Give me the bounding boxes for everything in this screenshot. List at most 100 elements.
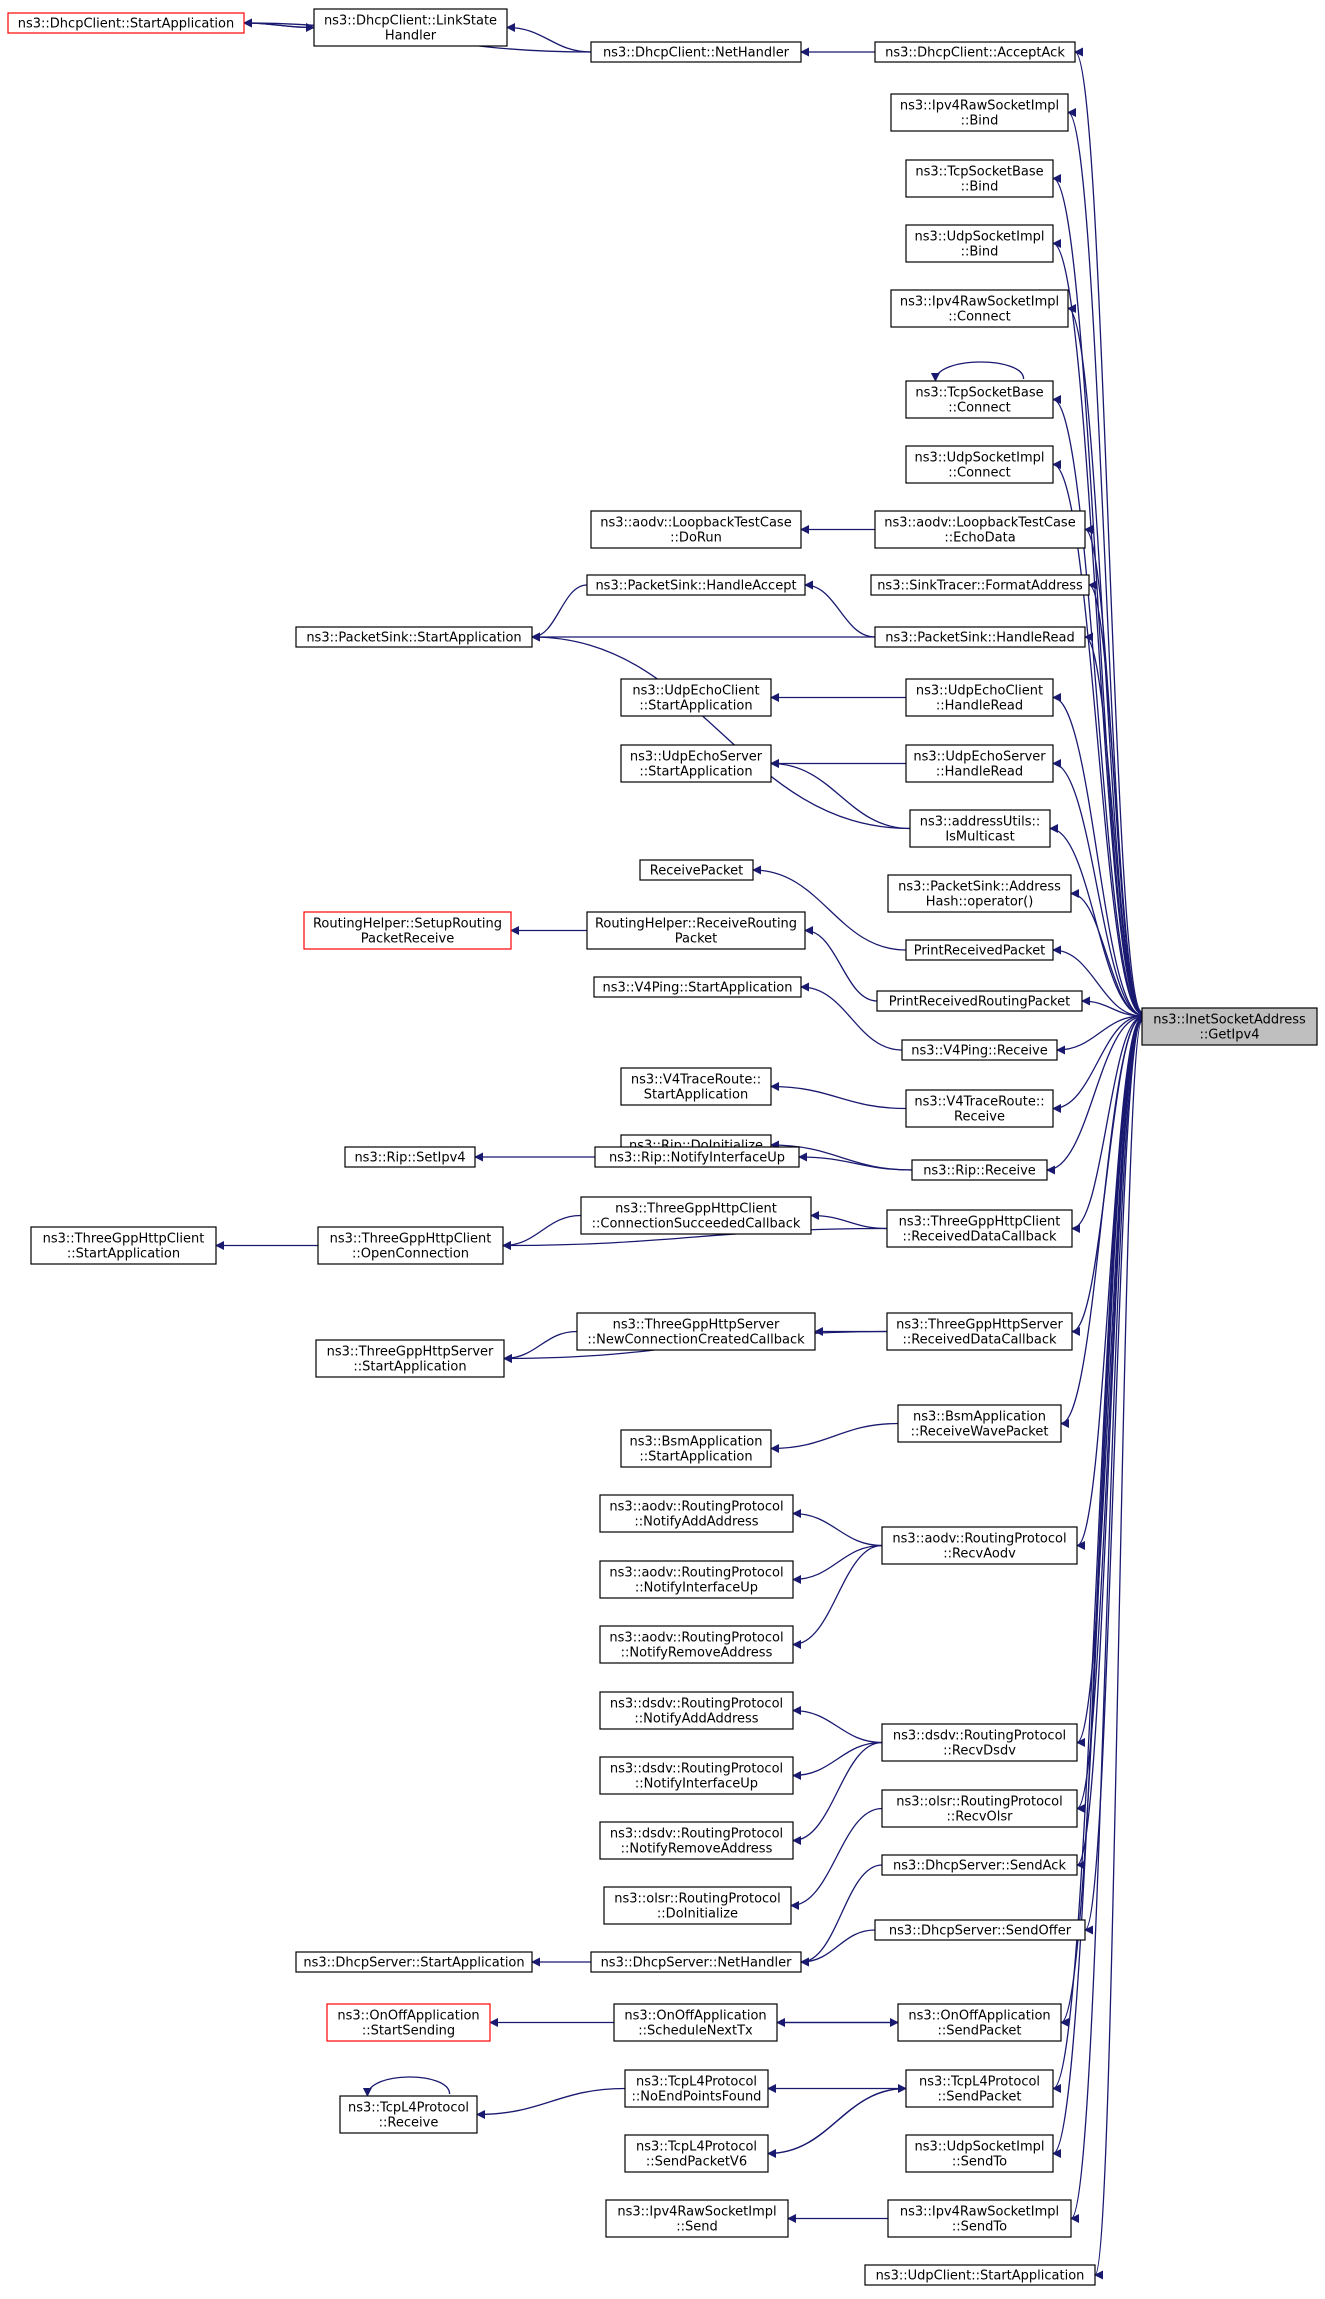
- function-node-tgpp-server-new[interactable]: ns3::ThreeGppHttpServer::NewConnectionCr…: [576, 1312, 816, 1351]
- function-node-dhcps-offer[interactable]: ns3::DhcpServer::SendOffer: [874, 1919, 1086, 1941]
- function-node-udpecho-server-start[interactable]: ns3::UdpEchoServer::StartApplication: [620, 744, 772, 783]
- function-node-psink-start[interactable]: ns3::PacketSink::StartApplication: [295, 626, 533, 648]
- function-node-aodv-lb-dorun[interactable]: ns3::aodv::LoopbackTestCase::DoRun: [590, 510, 802, 549]
- node-label-line: ns3::dsdv::RoutingProtocol: [610, 1697, 783, 1712]
- function-node-onoff-sched[interactable]: ns3::OnOffApplication::ScheduleNextTx: [613, 2003, 778, 2042]
- function-node-udp-bind[interactable]: ns3::UdpSocketImpl::Bind: [905, 224, 1054, 263]
- node-label-line: ns3::ThreeGppHttpClient: [899, 1215, 1061, 1230]
- function-node-print-received[interactable]: PrintReceivedPacket: [905, 939, 1054, 961]
- function-node-tgpp-client-conn[interactable]: ns3::ThreeGppHttpClient::ConnectionSucce…: [580, 1196, 812, 1235]
- function-node-tcpl4-send[interactable]: ns3::TcpL4Protocol::SendPacket: [905, 2069, 1054, 2108]
- function-node-aodv-remove[interactable]: ns3::aodv::RoutingProtocol::NotifyRemove…: [599, 1625, 794, 1664]
- function-node-sinktracer[interactable]: ns3::SinkTracer::FormatAddress: [870, 574, 1090, 596]
- function-node-ipv4raw-connect[interactable]: ns3::Ipv4RawSocketImpl::Connect: [890, 289, 1069, 328]
- function-node-v4trace-receive[interactable]: ns3::V4TraceRoute::Receive: [905, 1089, 1054, 1128]
- function-node-v4ping-start[interactable]: ns3::V4Ping::StartApplication: [593, 976, 802, 998]
- function-node-bsm-start[interactable]: ns3::BsmApplication::StartApplication: [620, 1429, 772, 1468]
- node-label-line: ::DoRun: [670, 531, 722, 546]
- node-box: [881, 1526, 1078, 1565]
- node-box: [624, 2134, 769, 2173]
- node-label-line: ::ReceivedDataCallback: [902, 1230, 1057, 1245]
- function-node-bsm-receive[interactable]: ns3::BsmApplication::ReceiveWavePacket: [897, 1404, 1062, 1443]
- function-node-udpclient-start[interactable]: ns3::UdpClient::StartApplication: [864, 2264, 1096, 2286]
- function-node-olsr-recv[interactable]: ns3::olsr::RoutingProtocol::RecvOlsr: [881, 1789, 1078, 1828]
- function-node-udpecho-server-read[interactable]: ns3::UdpEchoServer::HandleRead: [905, 744, 1054, 783]
- function-node-tcpl4-sendv6[interactable]: ns3::TcpL4Protocol::SendPacketV6: [624, 2134, 769, 2173]
- function-node-tcp-bind[interactable]: ns3::TcpSocketBase::Bind: [905, 159, 1054, 198]
- function-node-receive-packet[interactable]: ReceivePacket: [639, 859, 754, 881]
- function-node-onoff-send[interactable]: ns3::OnOffApplication::SendPacket: [897, 2003, 1062, 2042]
- node-box: [594, 1146, 800, 1168]
- node-box: [313, 8, 508, 47]
- function-node-aodv-recv[interactable]: ns3::aodv::RoutingProtocol::RecvAodv: [881, 1526, 1078, 1565]
- function-node-v4ping-receive[interactable]: ns3::V4Ping::Receive: [901, 1039, 1058, 1061]
- function-node-rip-notify[interactable]: ns3::Rip::NotifyInterfaceUp: [594, 1146, 800, 1168]
- function-node-dhcps-net[interactable]: ns3::DhcpServer::NetHandler: [590, 1951, 802, 1973]
- function-node-onoff-start[interactable]: ns3::OnOffApplication::StartSending: [326, 2003, 491, 2042]
- function-node-aodv-lb-echo[interactable]: ns3::aodv::LoopbackTestCase::EchoData: [874, 510, 1086, 549]
- function-node-dsdv-up[interactable]: ns3::dsdv::RoutingProtocol::NotifyInterf…: [599, 1756, 794, 1795]
- function-node-olsr-doinit[interactable]: ns3::olsr::RoutingProtocol::DoInitialize: [603, 1886, 792, 1925]
- node-label-line: ns3::olsr::RoutingProtocol: [896, 1795, 1063, 1810]
- function-node-dhcps-start[interactable]: ns3::DhcpServer::StartApplication: [295, 1951, 533, 1973]
- function-node-psink-accept[interactable]: ns3::PacketSink::HandleAccept: [586, 574, 806, 596]
- function-node-dhcp-client-ack[interactable]: ns3::DhcpClient::AcceptAck: [874, 41, 1076, 63]
- function-node-dsdv-recv[interactable]: ns3::dsdv::RoutingProtocol::RecvDsdv: [881, 1723, 1078, 1762]
- function-node-ipv4raw-send[interactable]: ns3::Ipv4RawSocketImpl::Send: [605, 2199, 789, 2238]
- function-node-tgpp-client-start[interactable]: ns3::ThreeGppHttpClient::StartApplicatio…: [30, 1226, 217, 1265]
- node-label-line: ::Connect: [948, 401, 1011, 416]
- call-edge-dhcps_net-to-dhcps_offer: [800, 1929, 876, 1967]
- target-function-node[interactable]: ns3::InetSocketAddress::GetIpv4: [1141, 1007, 1318, 1046]
- function-node-tcpl4-receive[interactable]: ns3::TcpL4Protocol::Receive: [339, 2095, 478, 2134]
- node-label-line: ::ReceiveWavePacket: [911, 1425, 1049, 1440]
- function-node-tgpp-client-open[interactable]: ns3::ThreeGppHttpClient::OpenConnection: [317, 1226, 504, 1265]
- function-node-aodv-up[interactable]: ns3::aodv::RoutingProtocol::NotifyInterf…: [599, 1560, 794, 1599]
- function-node-tcp-connect[interactable]: ns3::TcpSocketBase::Connect: [905, 380, 1054, 419]
- function-node-udpecho-client-start[interactable]: ns3::UdpEchoClient::StartApplication: [620, 678, 772, 717]
- function-node-rip-receive[interactable]: ns3::Rip::Receive: [911, 1159, 1048, 1181]
- node-label-line: Hash::operator(): [926, 895, 1034, 910]
- call-edge-psink_accept-to-psink_read: [804, 580, 876, 638]
- node-box: [580, 1196, 812, 1235]
- node-label-line: ns3::UdpClient::StartApplication: [876, 2269, 1085, 2284]
- function-node-ipv4raw-sendto[interactable]: ns3::Ipv4RawSocketImpl::SendTo: [887, 2199, 1072, 2238]
- call-edge-v4ping_start-to-v4ping_receive: [800, 982, 903, 1051]
- function-node-udpecho-client-read[interactable]: ns3::UdpEchoClient::HandleRead: [905, 678, 1054, 717]
- node-label-line: ns3::TcpL4Protocol: [636, 2140, 757, 2155]
- function-node-tgpp-client-recv[interactable]: ns3::ThreeGppHttpClient::ReceivedDataCal…: [886, 1209, 1073, 1248]
- function-node-v4trace-start[interactable]: ns3::V4TraceRoute::StartApplication: [620, 1067, 772, 1106]
- function-node-udp-sendto[interactable]: ns3::UdpSocketImpl::SendTo: [905, 2134, 1054, 2173]
- node-label-line: ns3::Rip::SetIpv4: [354, 1151, 465, 1166]
- function-node-addr-multicast[interactable]: ns3::addressUtils::IsMulticast: [909, 809, 1051, 848]
- node-label-line: ns3::TcpL4Protocol: [348, 2101, 469, 2116]
- function-node-tgpp-server-recv[interactable]: ns3::ThreeGppHttpServer::ReceivedDataCal…: [886, 1312, 1073, 1351]
- node-label-line: ::StartApplication: [639, 765, 752, 780]
- function-node-dsdv-remove[interactable]: ns3::dsdv::RoutingProtocol::NotifyRemove…: [599, 1821, 794, 1860]
- function-node-rip-setipv4[interactable]: ns3::Rip::SetIpv4: [344, 1146, 476, 1168]
- node-label-line: ns3::Rip::Receive: [923, 1164, 1036, 1179]
- function-node-print-routing[interactable]: PrintReceivedRoutingPacket: [876, 990, 1083, 1012]
- function-node-udp-connect[interactable]: ns3::UdpSocketImpl::Connect: [905, 445, 1054, 484]
- function-node-ipv4raw-bind[interactable]: ns3::Ipv4RawSocketImpl::Bind: [890, 93, 1069, 132]
- node-box: [593, 976, 802, 998]
- node-box: [590, 510, 802, 549]
- function-node-dsdv-add[interactable]: ns3::dsdv::RoutingProtocol::NotifyAddAdd…: [599, 1691, 794, 1730]
- function-node-dhcp-client-start[interactable]: ns3::DhcpClient::StartApplication: [7, 12, 245, 34]
- function-node-tgpp-server-start[interactable]: ns3::ThreeGppHttpServer::StartApplicatio…: [315, 1339, 505, 1378]
- call-edge-aodv_up-to-aodv_recv: [792, 1544, 883, 1584]
- node-label-line: ::NoEndPointsFound: [632, 2090, 762, 2105]
- function-node-aodv-add[interactable]: ns3::aodv::RoutingProtocol::NotifyAddAdd…: [599, 1494, 794, 1533]
- node-label-line: ns3::BsmApplication: [629, 1435, 762, 1450]
- node-box: [905, 380, 1054, 419]
- function-node-dhcp-client-net[interactable]: ns3::DhcpClient::NetHandler: [590, 41, 802, 63]
- function-node-tcpl4-noend[interactable]: ns3::TcpL4Protocol::NoEndPointsFound: [624, 2069, 769, 2108]
- node-label-line: ::SendTo: [952, 2155, 1007, 2170]
- function-node-psink-read[interactable]: ns3::PacketSink::HandleRead: [874, 626, 1086, 648]
- function-node-dhcps-ack[interactable]: ns3::DhcpServer::SendAck: [881, 1854, 1078, 1876]
- node-label-line: ns3::BsmApplication: [913, 1410, 1046, 1425]
